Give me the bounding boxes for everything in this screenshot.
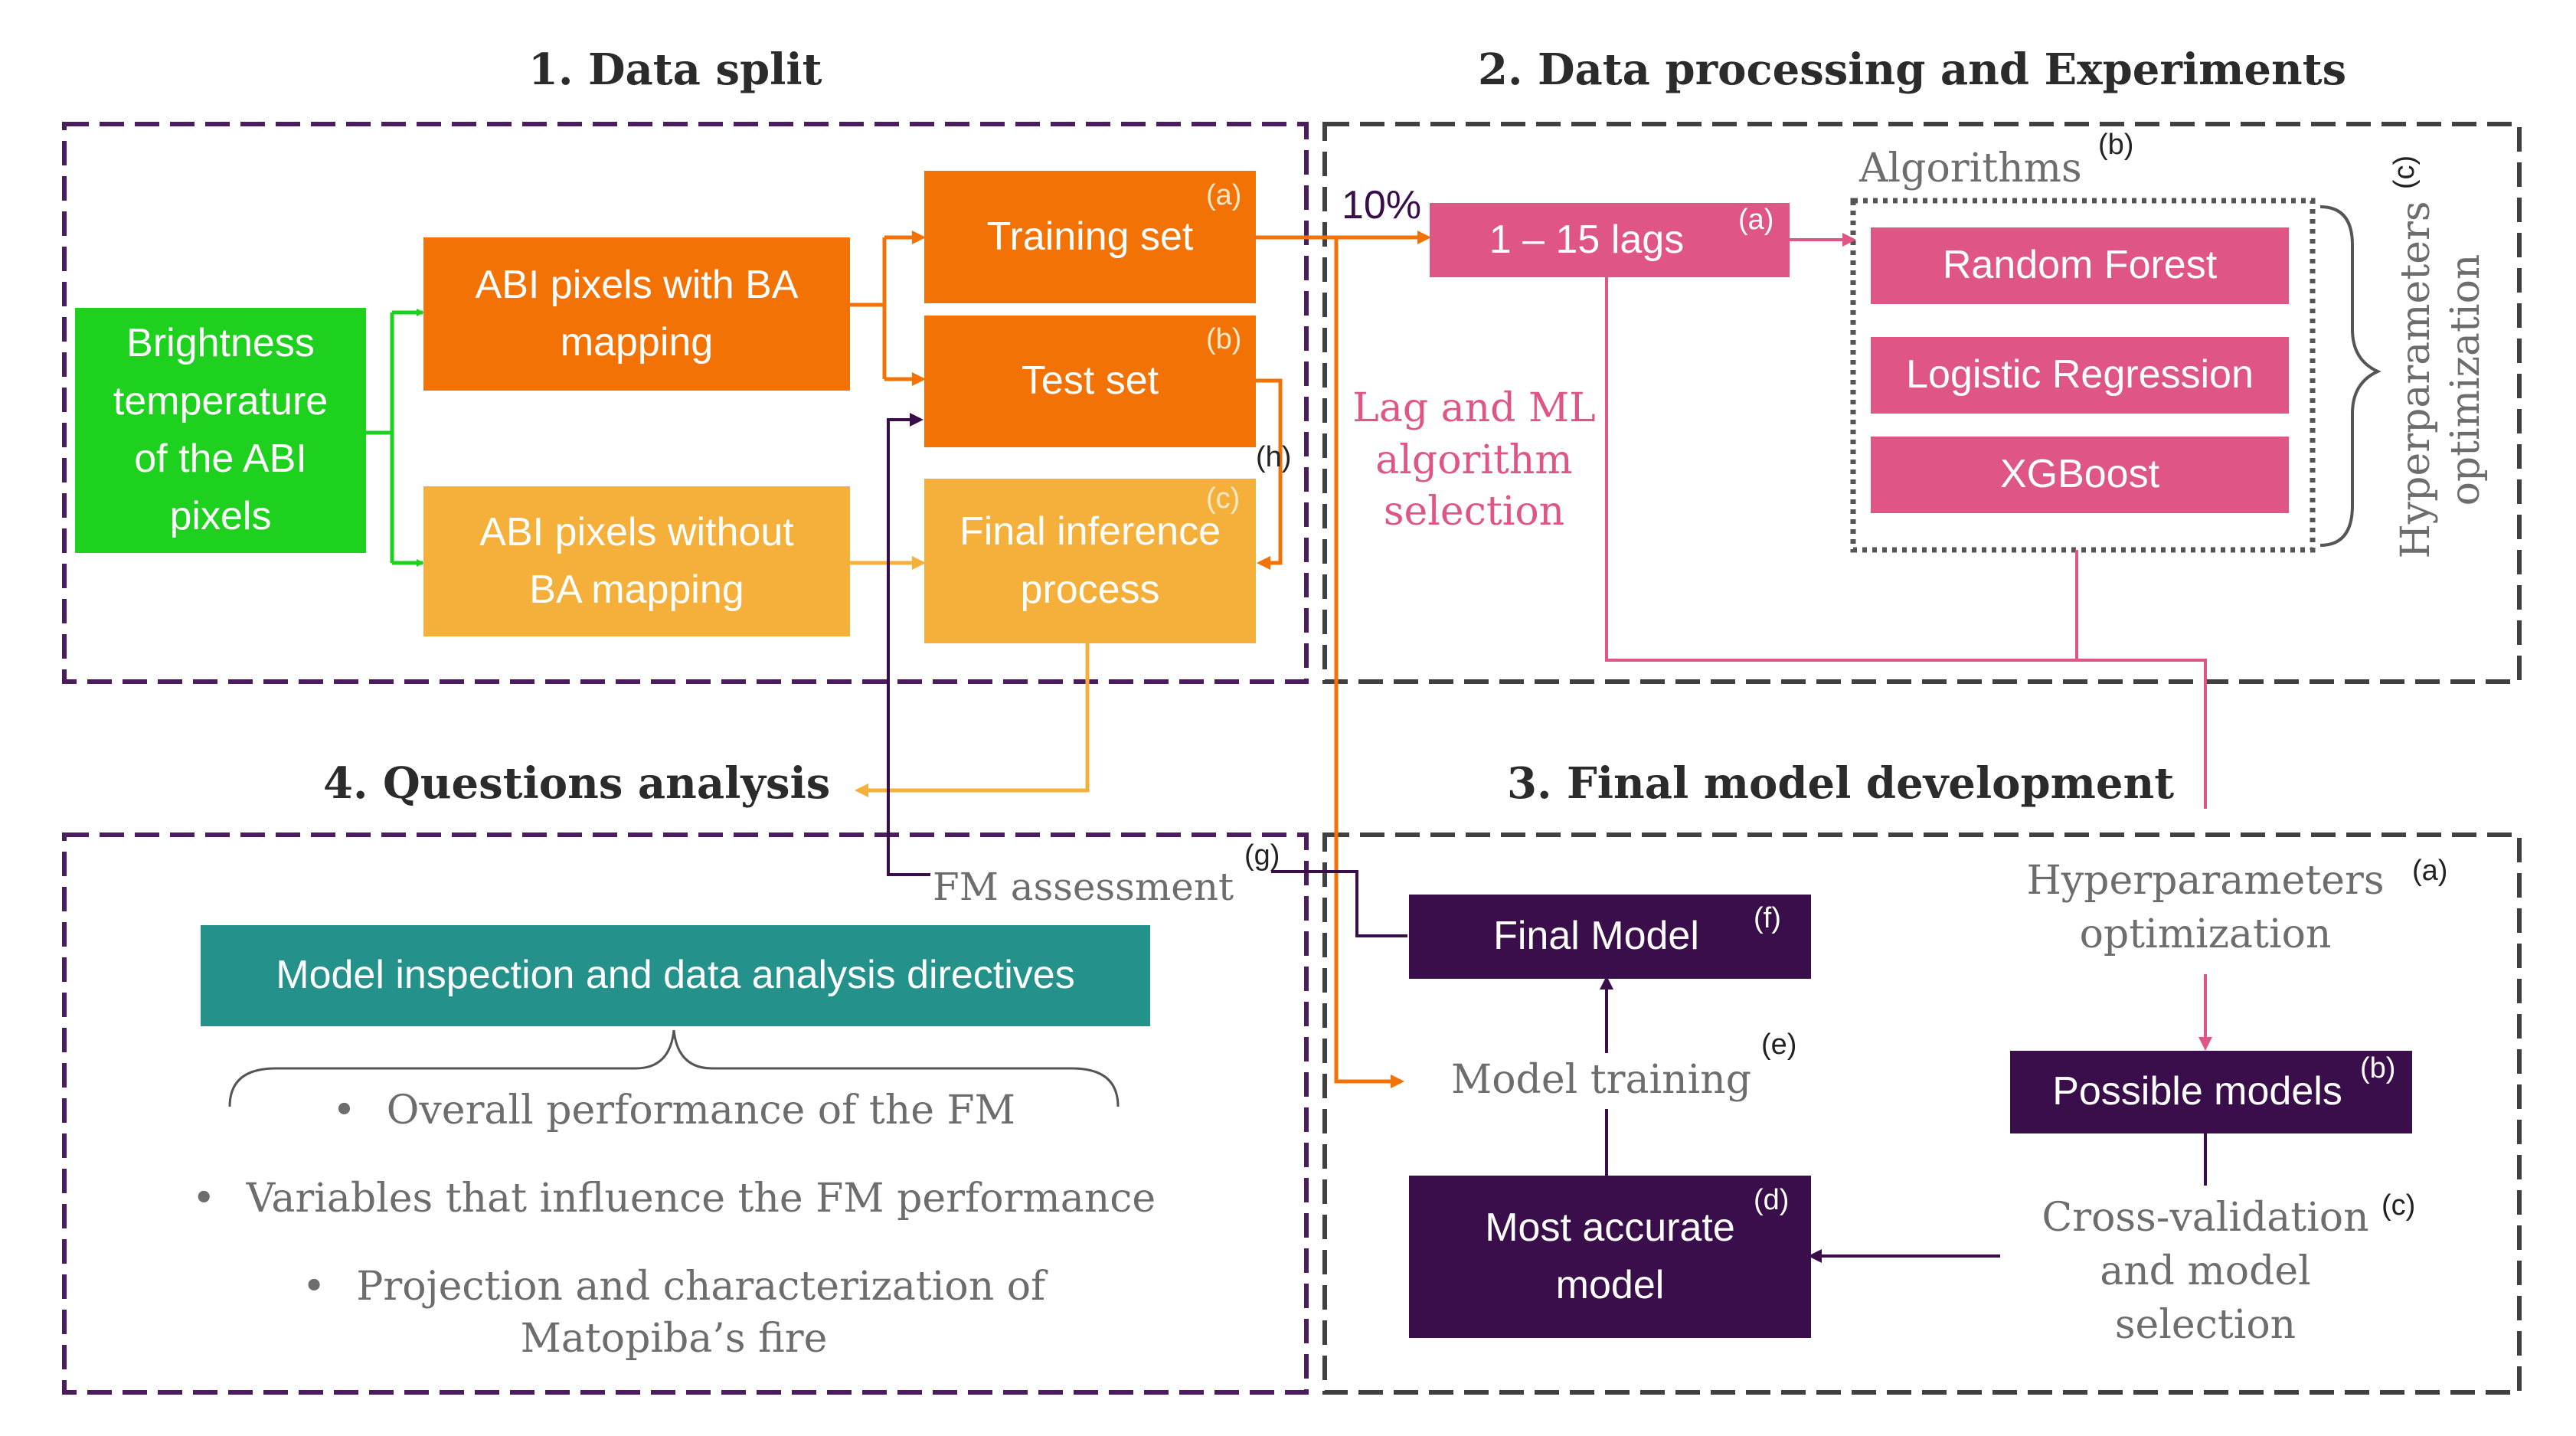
list-item: • Projection and characterization of (153, 1264, 1195, 1310)
model-training-mark: (e) (1761, 1029, 1797, 1061)
cv-line-2: and model (2100, 1248, 2311, 1295)
frame-final-model (1322, 832, 2522, 1395)
fm-assessment-label: FM assessment (933, 865, 1234, 909)
hyper-vertical-line-2: optimization (2443, 254, 2489, 506)
most-accurate-line-1: Most accurate (1485, 1205, 1735, 1250)
possible-models-mark: (b) (2360, 1052, 2396, 1084)
hyper-opt-label: Hyperparameters optimization (1991, 854, 2420, 961)
brightness-line-1: Brightness (126, 321, 315, 366)
brightness-temperature-box: Brightness temperature of the ABI pixels (75, 308, 366, 553)
training-set-label: Training set (986, 214, 1194, 259)
random-forest-box: Random Forest (1871, 227, 2289, 304)
lags-label: 1 – 15 lags (1489, 217, 1685, 262)
inference-to-questions-connector (855, 643, 1090, 797)
abi-without-ba-line-1: ABI pixels without (479, 509, 794, 554)
list-item-text: Overall performance of the FM (386, 1088, 1015, 1133)
xgboost-label: XGBoost (1999, 452, 2160, 497)
algorithms-frame (1850, 198, 2316, 553)
list-item: • Variables that influence the FM perform… (153, 1176, 1195, 1222)
list-item-continuation: Matopiba’s fire (153, 1316, 1195, 1362)
final-model-label: Final Model (1493, 914, 1699, 959)
final-model-mark: (f) (1754, 902, 1781, 934)
green-connector (366, 310, 421, 565)
final-inference-box: Final inference process (924, 479, 1256, 643)
final-model-box: Final Model (1409, 895, 1811, 979)
bullet: • (302, 1264, 326, 1310)
abi-without-ba-box: ABI pixels without BA mapping (423, 486, 850, 636)
cv-line-3: selection (2114, 1302, 2296, 1349)
abi-without-ba-line-2: BA mapping (529, 568, 744, 612)
brightness-line-3: of the ABI (134, 437, 307, 481)
abi-with-ba-line-1: ABI pixels with BA (475, 262, 799, 307)
frame-questions (62, 832, 1309, 1395)
logistic-regression-box: Logistic Regression (1871, 337, 2289, 414)
bullet: • (191, 1176, 216, 1222)
section-title-questions: 4. Questions analysis (323, 758, 831, 809)
most-accurate-line-2: model (1555, 1263, 1665, 1307)
hyper-vertical-line-1: Hyperparameters (2393, 201, 2439, 559)
possible-models-box: Possible models (2010, 1051, 2412, 1133)
possible-models-label: Possible models (2052, 1069, 2342, 1114)
abi-with-ba-box: ABI pixels with BA mapping (423, 237, 850, 391)
list-item-text: Projection and characterization of (356, 1264, 1046, 1310)
list-item-text: Variables that influence the FM performa… (246, 1176, 1156, 1222)
bullet: • (332, 1088, 356, 1133)
brightness-line-4: pixels (169, 494, 272, 539)
test-to-inference-connector (1256, 378, 1283, 570)
frame-data-split (62, 122, 1309, 684)
assessment-to-test-connector (887, 413, 930, 876)
model-training-label: Model training (1451, 1057, 1752, 1103)
selection-line-1: Lag and ML (1352, 385, 1596, 431)
training-set-mark: (a) (1206, 179, 1242, 211)
questions-list: • Overall performance of the FM • Variable… (153, 1088, 1195, 1379)
test-set-box: Test set (924, 316, 1256, 447)
fm-assessment-mark: (g) (1244, 839, 1280, 872)
hyper-opt-line-2: optimization (2079, 911, 2332, 958)
test-set-label: Test set (1021, 358, 1159, 404)
selection-to-hyper-connector (1605, 277, 2207, 809)
final-to-assessment-connector (1271, 870, 1407, 937)
list-item: • Overall performance of the FM (153, 1088, 1195, 1133)
xgboost-box: XGBoost (1871, 437, 2289, 513)
most-accurate-box: Most accurate model (1409, 1176, 1811, 1338)
hyper-opt-line-1: Hyperparameters (2026, 858, 2385, 904)
brightness-line-2: temperature (113, 378, 329, 424)
cv-line-1: Cross-validation (2042, 1195, 2369, 1241)
hyper-opt-mark: (a) (2412, 855, 2448, 887)
training-to-model-training-connector (1302, 235, 1404, 1088)
h-mark: (h) (1256, 441, 1292, 473)
section-title-final-model: 3. Final model development (1507, 758, 2175, 809)
training-set-box: Training set (924, 171, 1256, 303)
test-set-mark: (b) (1206, 323, 1242, 355)
algorithms-mark: (b) (2098, 129, 2134, 161)
directives-label: Model inspection and data analysis direc… (276, 953, 1075, 998)
ten-percent-label: 10% (1342, 183, 1422, 227)
frame-data-processing (1322, 122, 2522, 684)
selection-line-3: selection (1383, 489, 1565, 535)
logistic-regression-label: Logistic Regression (1906, 352, 2254, 397)
section-title-data-processing: 2. Data processing and Experiments (1478, 44, 2347, 95)
final-inference-mark: (c) (1206, 482, 1241, 515)
cv-label: Cross-validation and model selection (1991, 1191, 2420, 1353)
lags-mark: (a) (1738, 204, 1774, 236)
final-inference-line-2: process (1020, 567, 1160, 612)
abi-with-ba-line-2: mapping (560, 320, 714, 365)
algorithms-label: Algorithms (1859, 146, 2082, 191)
directives-box: Model inspection and data analysis direc… (201, 925, 1150, 1026)
hyper-vertical-mark: (c) (2388, 155, 2421, 190)
selection-line-2: algorithm (1375, 437, 1573, 483)
lags-box: 1 – 15 lags (1430, 203, 1790, 277)
random-forest-label: Random Forest (1942, 243, 2218, 288)
directives-brace (228, 1029, 1120, 1107)
list-item-text: Matopiba’s fire (520, 1316, 828, 1362)
cv-mark: (c) (2381, 1189, 2416, 1222)
selection-label: Lag and ML algorithm selection (1344, 383, 1604, 538)
final-inference-line-1: Final inference (959, 509, 1221, 554)
hyper-brace (2319, 205, 2381, 547)
orange-split-connector (850, 237, 887, 379)
section-title-data-split: 1. Data split (528, 44, 822, 95)
most-accurate-mark: (d) (1754, 1184, 1790, 1216)
